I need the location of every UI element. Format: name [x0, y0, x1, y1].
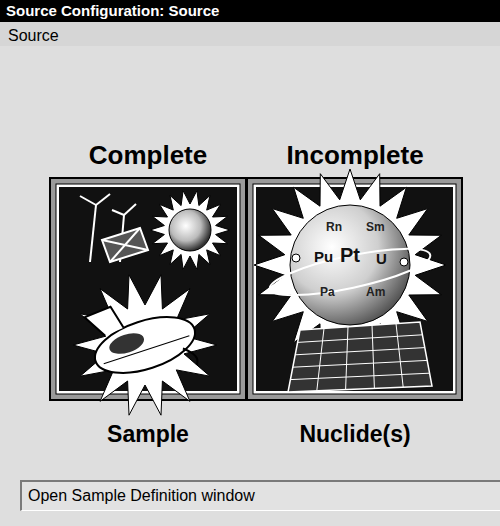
- element-symbol: Pt: [340, 244, 360, 267]
- button-caption: Sample: [42, 421, 254, 448]
- element-symbol: Rn: [326, 220, 342, 234]
- element-symbol: Sm: [366, 220, 385, 234]
- menu-label: Source: [8, 27, 59, 45]
- element-symbol: Pu: [314, 248, 333, 265]
- window-title: Source Configuration: Source: [6, 2, 219, 19]
- button-heading: Complete: [42, 140, 254, 171]
- status-text: Open Sample Definition window: [22, 487, 255, 505]
- starburst: [150, 191, 230, 270]
- element-symbol: Am: [366, 285, 385, 299]
- starburst: [73, 275, 217, 415]
- element-symbol: U: [376, 250, 387, 267]
- option-button: IncompleteNuclide(s): [239, 140, 471, 448]
- button-caption: Nuclide(s): [239, 421, 471, 448]
- status-bar: Open Sample Definition window: [20, 480, 500, 511]
- option-button: CompleteSample: [42, 140, 254, 448]
- element-symbol: Pa: [320, 285, 335, 299]
- button-heading: Incomplete: [239, 140, 471, 171]
